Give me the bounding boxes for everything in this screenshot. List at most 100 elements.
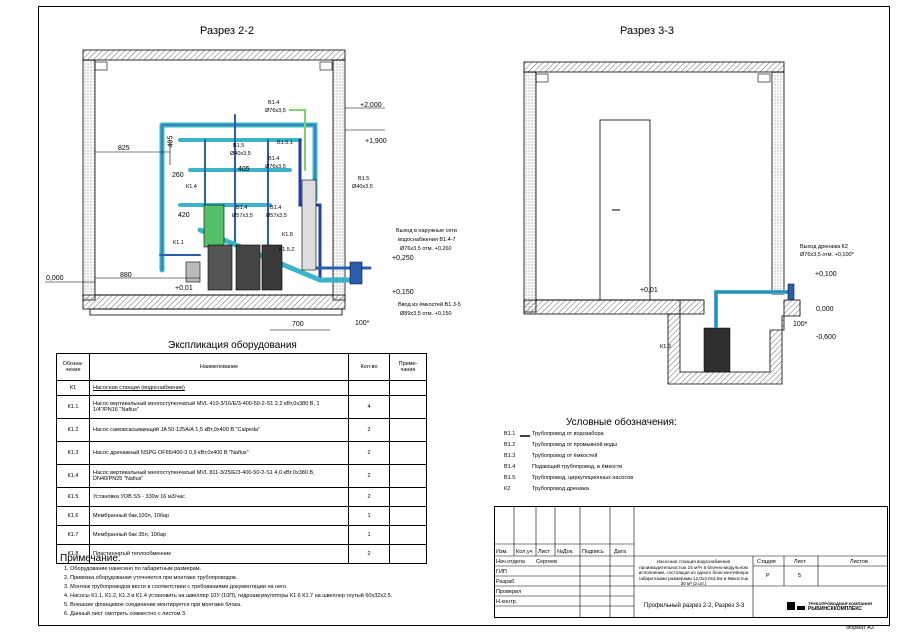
spec-table-title: Экспликация оборудования xyxy=(168,340,297,351)
legend-text: Подающий трубопровод, в ёмкости xyxy=(532,464,623,470)
level-0000-2-2: 0,000 xyxy=(46,275,64,282)
label-inlet-line1: Ввод из ёмкостей В1.3-5 xyxy=(398,302,461,308)
dim-700: 700 xyxy=(292,321,304,328)
spec-cell-code: К1.6 xyxy=(56,506,90,526)
note-item: 6. Данный лист смотреть совместно с лист… xyxy=(64,611,187,617)
legend-title: Условные обозначения: xyxy=(566,417,677,428)
level-plus-2000: +2,000 xyxy=(360,102,382,109)
spec-cell-qty: 2 xyxy=(348,487,390,507)
dim-405-vertical: 405 xyxy=(167,135,175,148)
spec-cell-name: Насос дренажный NSPG OF65/400-3 0,9 кВт,… xyxy=(89,441,349,465)
dim-420: 420 xyxy=(178,212,190,219)
note-item: 5. Внешние фланцевое соединение монтируе… xyxy=(64,602,242,608)
spec-cell-name: Мембранный бак,100л, 10бар xyxy=(89,506,349,526)
label-b15-a-dia: Ø40x3,5 xyxy=(230,151,251,157)
spec-row: К1.7 Мембранный бак 35л, 10бар 1 xyxy=(56,525,427,545)
stamp-sheet-label: Лист xyxy=(794,559,806,565)
spec-row: К1.3 Насос дренажный NSPG OF65/400-3 0,9… xyxy=(56,441,427,465)
legend-code: В1.1 xyxy=(504,431,516,437)
label-b15-a: В1.5 xyxy=(233,143,245,149)
label-k13: К1.3 xyxy=(660,344,671,350)
stamp-role: Проверил xyxy=(496,589,522,595)
stamp-sheet-value: 5 xyxy=(798,573,802,579)
spec-cell-qty: 4 xyxy=(348,395,390,419)
level-plus-001-3-3: +0,01 xyxy=(640,287,658,294)
spec-row: К1 Насосная станция (водоснабжение) xyxy=(56,380,427,396)
spec-cell-code: К1.3 xyxy=(56,441,90,465)
spec-cell-note xyxy=(389,418,427,442)
stamp-header-izm: Изм. xyxy=(496,549,508,555)
spec-cell-name: Установка УОВ SS - 330w 16 м3/час xyxy=(89,487,349,507)
spec-header-code: Обозна-чение xyxy=(56,353,90,381)
label-b14-top-dia: Ø76x3,5 xyxy=(265,108,286,114)
stamp-role: Нач.отдела xyxy=(496,559,525,565)
stamp-header-list: Лист xyxy=(538,549,550,555)
spec-cell-name: Насос самовсасывающий JA 50-125A/A 1,5 к… xyxy=(89,418,349,442)
label-b14-top: В1.4 xyxy=(268,100,280,106)
label-b14-d-dia: Ø57x3,5 xyxy=(266,213,287,219)
legend-text: Трубопровод от ёмкостей xyxy=(532,453,598,459)
spec-cell-name: Насосная станция (водоснабжение) xyxy=(89,380,349,396)
label-k11: К1.1 xyxy=(173,240,184,246)
stamp-header-date: Дата xyxy=(614,549,627,555)
spec-cell-qty: 2 xyxy=(348,464,390,488)
notes-title: Примечание: xyxy=(60,553,121,564)
stamp-role: Н.контр. xyxy=(496,599,518,605)
label-outlet-line1: Выход в наружные сети xyxy=(396,228,457,234)
label-k14: К1.4 xyxy=(186,184,197,190)
spec-cell-note xyxy=(389,487,427,507)
spec-cell-name: Мембранный бак 35л, 10бар xyxy=(89,525,349,545)
label-outlet-line3: Ø76x3,5 отм. +0,260 xyxy=(400,246,452,252)
label-inlet-line2: Ø89x3,5 отм. +0,150 xyxy=(400,311,452,317)
legend-code: В1.2 xyxy=(504,442,516,448)
label-drain-line1: Выход дренажа К2 xyxy=(800,244,848,250)
spec-header-name: Наименование xyxy=(89,353,349,381)
section-2-2-dimension-lines xyxy=(45,107,385,331)
label-b14-b-dia: Ø76x3,5 xyxy=(265,164,286,170)
spec-cell-note xyxy=(389,544,427,564)
legend-code: К2 xyxy=(504,486,511,492)
stamp-role: Разраб. xyxy=(496,579,516,585)
spec-cell-note xyxy=(389,441,427,465)
spec-cell-note xyxy=(389,380,427,396)
label-b151: В1.5.1 xyxy=(277,140,293,146)
level-plus-001-2-2: +0,01 xyxy=(175,285,193,292)
dim-100-2-2: 100* xyxy=(355,320,370,327)
spec-header-qty: Кол-во xyxy=(348,353,390,381)
stamp-grid xyxy=(494,506,888,618)
spec-header-note: Приме-чание xyxy=(389,353,427,381)
label-b14-c-dia: Ø57x3,5 xyxy=(232,213,253,219)
spec-cell-note xyxy=(389,464,427,488)
spec-cell-note xyxy=(389,395,427,419)
spec-cell-name: Пластинчатый теплообменник xyxy=(89,544,349,564)
section-3-3-building xyxy=(523,61,801,385)
spec-cell-code: К1.1 xyxy=(56,395,90,419)
spec-row: К1.6 Мембранный бак,100л, 10бар 1 xyxy=(56,506,427,526)
title-block xyxy=(494,506,888,618)
stamp-header-doc: №Док. xyxy=(557,549,574,555)
note-item: 1. Оборудование нанесено по габаритным р… xyxy=(64,566,202,572)
level-minus-0600: -0,600 xyxy=(816,334,836,341)
spec-cell-qty: 1 xyxy=(348,506,390,526)
note-item: 2. Привязка оборудования уточняется при … xyxy=(64,575,238,581)
level-plus-0250: +0,250 xyxy=(392,255,414,262)
label-k152: К1.5.2 xyxy=(279,247,295,253)
dim-100-3-3: 100* xyxy=(793,321,808,328)
spec-cell-code: К1.7 xyxy=(56,525,90,545)
legend-text: Трубопровод дренажа xyxy=(532,486,589,492)
section-3-3-title: Разрез 3-3 xyxy=(620,25,675,37)
spec-cell-qty: 2 xyxy=(348,441,390,465)
level-plus-0150: +0,150 xyxy=(392,289,414,296)
dim-260: 260 xyxy=(172,172,184,179)
level-plus-1900: +1,900 xyxy=(365,138,387,145)
section-2-2-title: Разрез 2-2 xyxy=(200,25,255,37)
spec-row: К1.2 Насос самовсасывающий JA 50-125A/A … xyxy=(56,418,427,442)
section-2-2-pumps xyxy=(185,179,363,291)
stamp-role: ГИП xyxy=(496,569,507,575)
spec-cell-code: К1.4 xyxy=(56,464,90,488)
spec-row: К1.1 Насос вертикальный многоступенчатый… xyxy=(56,395,427,419)
legend-code: В1.5 xyxy=(504,475,516,481)
